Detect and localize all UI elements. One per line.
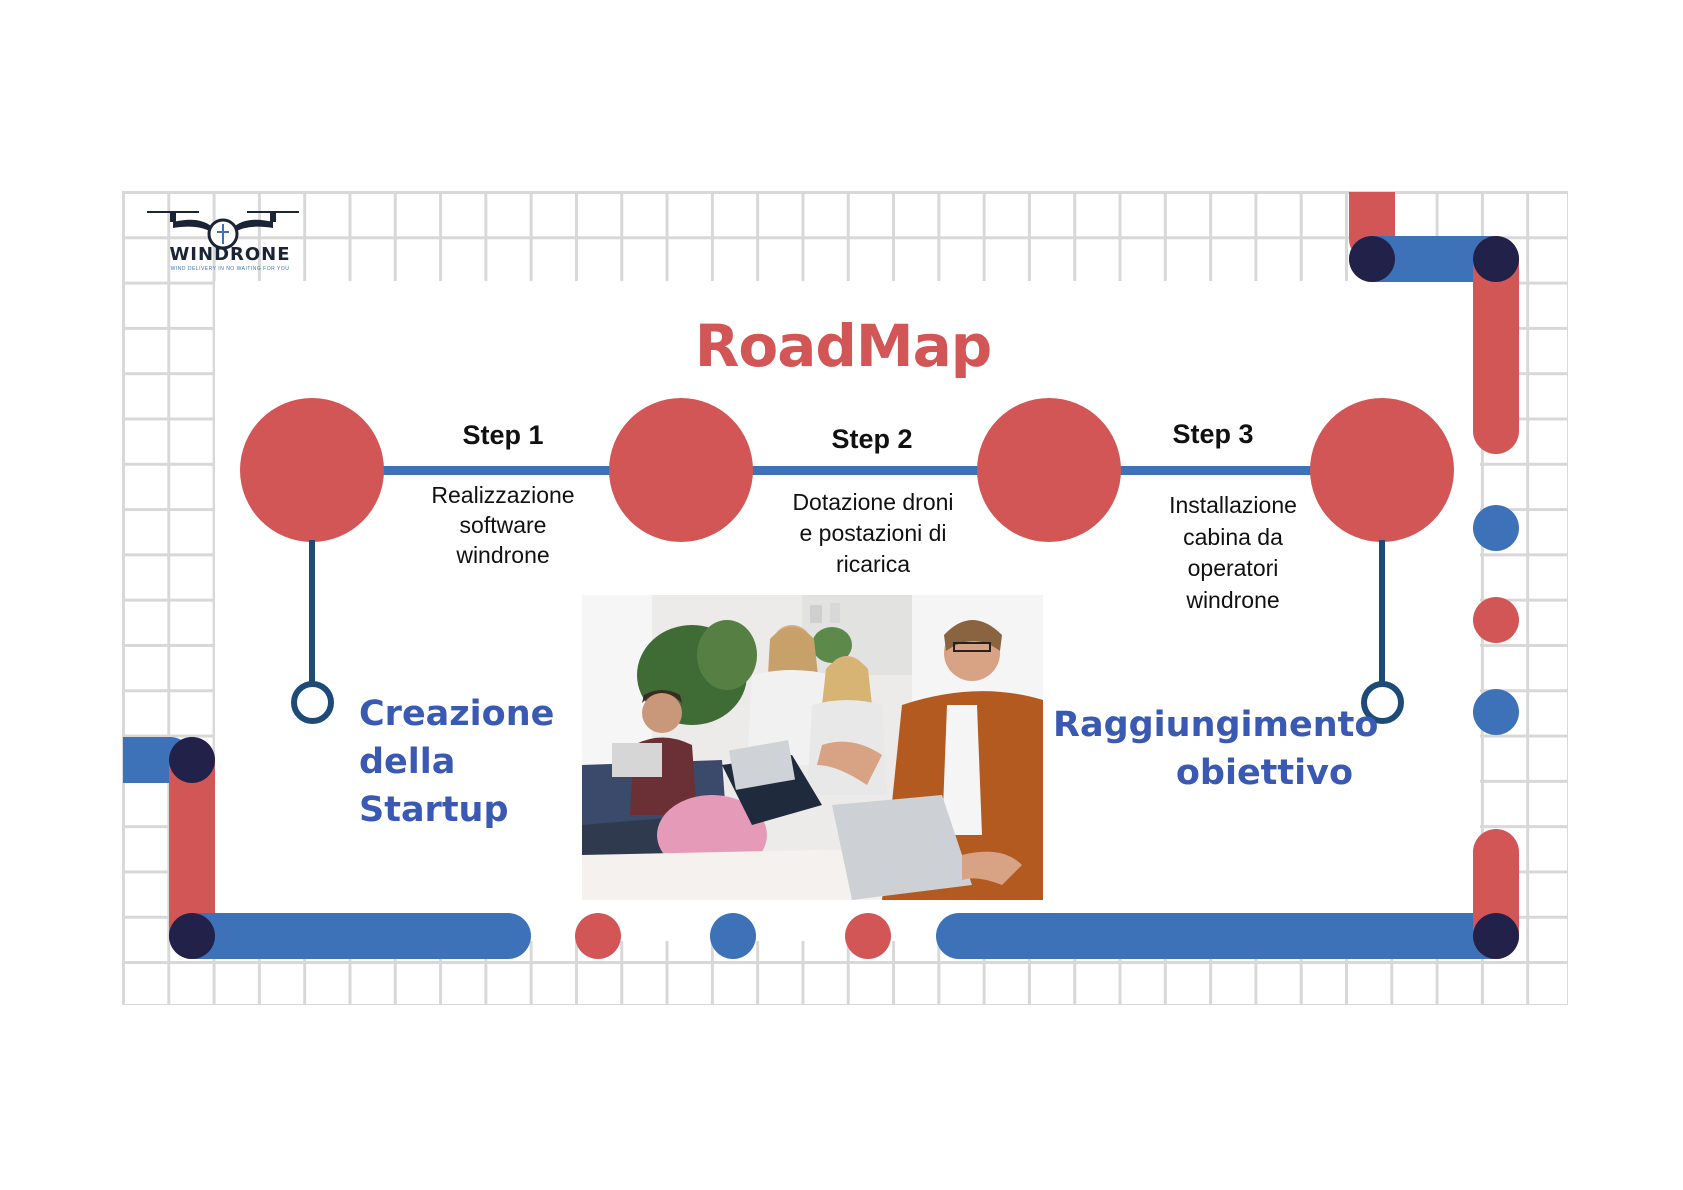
timeline-node-end bbox=[1310, 398, 1454, 542]
step-3-label: Step 3 bbox=[1172, 419, 1254, 449]
frame-bar-bottom-right bbox=[936, 913, 1519, 959]
drone-icon bbox=[147, 211, 299, 250]
step-1-description-line: Realizzazione bbox=[431, 482, 575, 508]
page-title: RoadMap bbox=[694, 312, 993, 380]
end-connector bbox=[1379, 540, 1385, 685]
end-milestone-line: Raggiungimento bbox=[1053, 705, 1379, 745]
step-2-description-line: ricarica bbox=[835, 551, 911, 577]
logo-wordmark: WINDRONE bbox=[169, 244, 291, 265]
step-1-description-line: software bbox=[459, 512, 547, 538]
step-3-description-line: cabina da bbox=[1183, 523, 1283, 550]
start-milestone-line: Startup bbox=[359, 790, 509, 830]
decorative-dot bbox=[1473, 597, 1519, 643]
step-3-description: Installazione cabina da operatori windro… bbox=[1123, 490, 1343, 616]
step-2-description: Dotazione droni e postazioni di ricarica bbox=[763, 487, 983, 580]
end-milestone-line: obiettivo bbox=[1175, 753, 1353, 793]
team-meeting-photo bbox=[582, 595, 1043, 900]
timeline-line bbox=[353, 466, 1403, 475]
frame-joint-dot bbox=[169, 737, 215, 783]
step-1-description-line: windrone bbox=[456, 542, 550, 568]
end-marker bbox=[1361, 681, 1404, 724]
timeline-node-2 bbox=[609, 398, 753, 542]
step-2-label: Step 2 bbox=[831, 424, 913, 454]
decorative-dot bbox=[575, 913, 621, 959]
end-milestone-label: Raggiungimento obiettivo bbox=[1053, 701, 1379, 797]
decorative-dot bbox=[710, 913, 756, 959]
step-3-description-line: windrone bbox=[1186, 586, 1280, 613]
start-milestone-line: della bbox=[359, 742, 456, 782]
step-1-description: Realizzazione software windrone bbox=[393, 480, 613, 570]
timeline-node-3 bbox=[977, 398, 1121, 542]
decorative-dot bbox=[845, 913, 891, 959]
windrone-logo: WINDRONE WIND DELIVERY IN NO WAITING FOR… bbox=[143, 202, 303, 278]
frame-joint-dot bbox=[1349, 236, 1395, 282]
step-3-description-line: operatori bbox=[1187, 555, 1279, 581]
frame-joint-dot bbox=[1473, 236, 1519, 282]
start-connector bbox=[309, 540, 315, 685]
frame-joint-dot bbox=[1473, 913, 1519, 959]
logo-tagline: WIND DELIVERY IN NO WAITING FOR YOU bbox=[170, 266, 290, 272]
step-3-description-line: Installazione bbox=[1169, 492, 1297, 518]
decorative-dot bbox=[1473, 689, 1519, 735]
step-1-label: Step 1 bbox=[462, 420, 544, 450]
step-2-description-line: e postazioni di bbox=[799, 520, 947, 546]
step-2-description-line: Dotazione droni bbox=[792, 489, 954, 515]
start-marker bbox=[291, 681, 334, 724]
frame-joint-dot bbox=[169, 913, 215, 959]
frame-bar-bottom-left bbox=[169, 913, 531, 959]
timeline-node-start bbox=[240, 398, 384, 542]
roadmap-slide: WINDRONE WIND DELIVERY IN NO WAITING FOR… bbox=[122, 191, 1568, 1005]
start-milestone-line: Creazione bbox=[359, 694, 555, 734]
decorative-dot bbox=[1473, 505, 1519, 551]
start-milestone-label: Creazione della Startup bbox=[359, 690, 599, 834]
